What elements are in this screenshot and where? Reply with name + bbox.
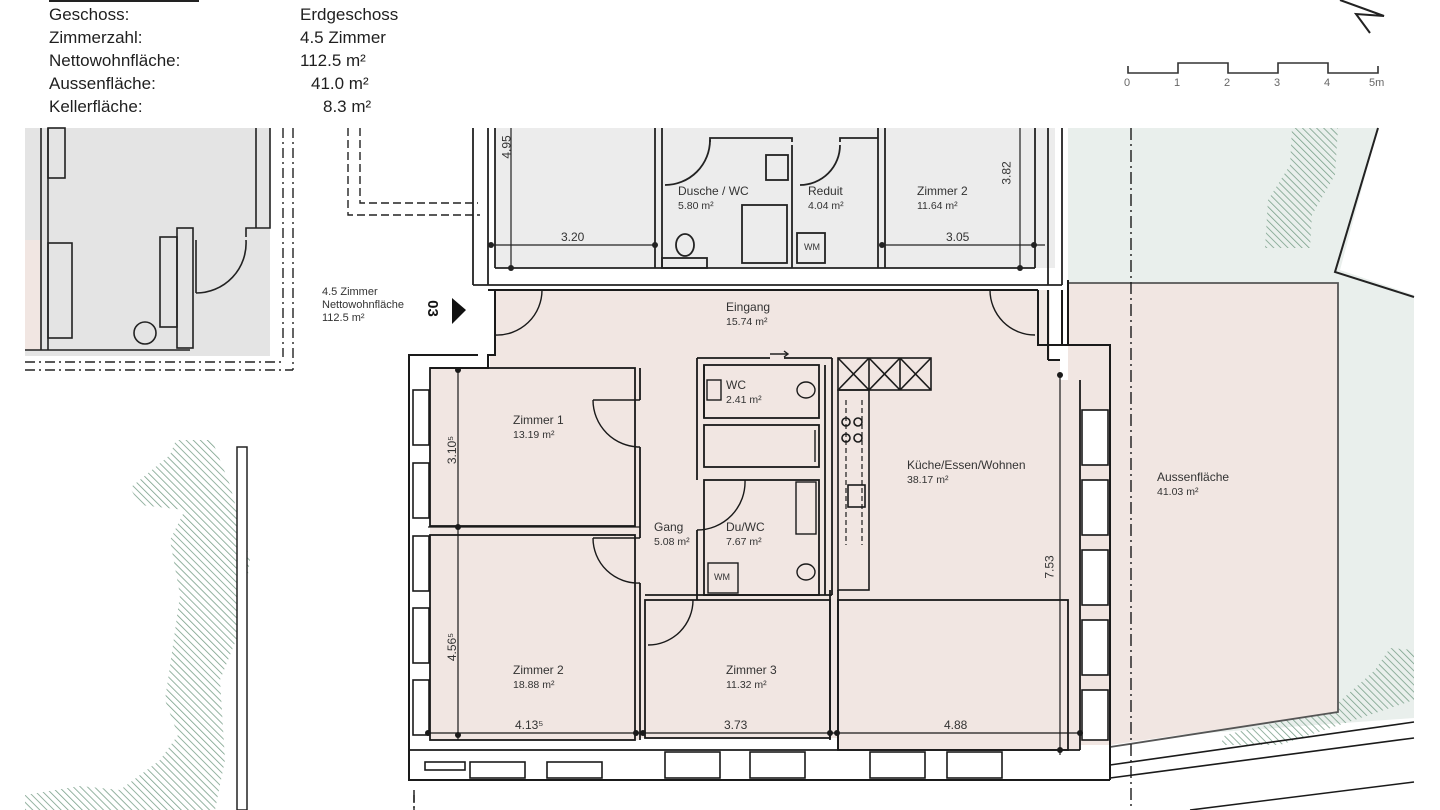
cellar-room	[25, 128, 270, 356]
room-name: Reduit	[808, 184, 843, 198]
kitchen-counter	[837, 357, 932, 591]
dim-upper-right-height: 3.82	[999, 161, 1014, 185]
room-label-upper-shower: Dusche / WC 5.80 m²	[678, 184, 749, 214]
room-area: 7.67 m²	[726, 536, 762, 548]
room-label-wc: WC 2.41 m²	[726, 378, 762, 408]
dim-zimmer3-width: 3.73	[724, 718, 748, 732]
info-underline	[49, 0, 199, 2]
north-arrow-icon	[1339, 0, 1385, 34]
scale-tick-label: 2	[1224, 77, 1231, 89]
info-label: Geschoss:	[49, 5, 130, 24]
terrace-fill	[1068, 283, 1338, 745]
dim-upper-right-width: 3.05	[946, 230, 970, 244]
room-name: Du/WC	[726, 520, 765, 534]
room-area: 4.04 m²	[808, 200, 844, 212]
info-value: 8.3 m²	[323, 97, 372, 116]
scale-tick-label: 0	[1124, 77, 1131, 89]
room-name: Gang	[654, 520, 684, 534]
washing-machine-label: WM	[804, 242, 820, 252]
room-area: 38.17 m²	[907, 474, 949, 486]
unit-number: 03	[423, 300, 441, 317]
room-name: Aussenfläche	[1157, 470, 1230, 484]
dim-kueche-height: 7.53	[1042, 555, 1057, 579]
apartment-03-fill	[430, 290, 1080, 750]
room-area: 11.64 m²	[917, 200, 958, 212]
info-value: 4.5 Zimmer	[300, 28, 386, 47]
room-area: 5.80 m²	[678, 200, 714, 212]
unit-rooms: 4.5 Zimmer	[322, 286, 378, 298]
scale-tick-label: 3	[1274, 77, 1281, 89]
scale-tick-label: 5m	[1369, 77, 1385, 89]
dim-zimmer2-height: 4.56⁵	[445, 632, 460, 662]
windows-left	[412, 389, 430, 736]
room-name: Zimmer 2	[917, 184, 968, 198]
room-label-gang: Gang 5.08 m²	[654, 520, 690, 550]
room-name: Küche/Essen/Wohnen	[907, 458, 1026, 472]
unit-area-value: 112.5 m²	[322, 312, 365, 324]
info-value: 41.0 m²	[311, 74, 369, 93]
room-area: 2.41 m²	[726, 394, 762, 406]
unit-area-label: Nettowohnfläche	[322, 299, 404, 311]
room-label-eingang: Eingang 15.74 m²	[726, 300, 770, 330]
room-label-aussen: Aussenfläche 41.03 m²	[1157, 470, 1229, 500]
windows-bottom	[424, 751, 1003, 779]
dim-kueche-width: 4.88	[944, 718, 968, 732]
room-label-upper-reduit: Reduit 4.04 m²	[808, 184, 844, 214]
dim-upper-left-width: 3.20	[561, 230, 585, 244]
room-name: Dusche / WC	[678, 184, 749, 198]
scale-bar	[1127, 62, 1379, 74]
room-area: 13.19 m²	[513, 429, 555, 441]
room-name: Eingang	[726, 300, 771, 314]
vegetation-hatch	[1265, 128, 1338, 248]
room-name: Zimmer 3	[726, 663, 777, 677]
room-label-zimmer2: Zimmer 2 18.88 m²	[513, 663, 564, 693]
info-label: Zimmerzahl:	[49, 28, 143, 47]
upper-apartment	[495, 128, 1055, 268]
room-area: 41.03 m²	[1157, 486, 1199, 498]
info-label: Aussenfläche:	[49, 74, 156, 93]
dim-upper-left-height: 4.95	[499, 135, 514, 159]
scale-tick-label: 1	[1174, 77, 1181, 89]
windows-right	[1081, 409, 1109, 741]
info-value: 112.5 m²	[300, 51, 366, 70]
room-label-kueche: Küche/Essen/Wohnen 38.17 m²	[907, 458, 1026, 488]
scale-tick-label: 4	[1324, 77, 1331, 89]
room-area: 11.32 m²	[726, 679, 767, 691]
info-label: Nettowohnfläche:	[49, 51, 181, 70]
room-label-zimmer1: Zimmer 1 13.19 m²	[513, 413, 564, 443]
unit-label: 4.5 Zimmer Nettowohnfläche 112.5 m²	[322, 286, 404, 325]
room-area: 15.74 m²	[726, 316, 768, 328]
room-label-zimmer3: Zimmer 3 11.32 m²	[726, 663, 777, 693]
room-label-duwc: Du/WC 7.67 m²	[726, 520, 765, 550]
room-name: Zimmer 1	[513, 413, 564, 427]
vegetation-hatch	[25, 440, 250, 810]
dim-zimmer2-width: 4.13⁵	[515, 718, 544, 732]
dim-zimmer1-height: 3.10⁵	[445, 435, 460, 465]
vegetation-hatch	[1220, 648, 1414, 745]
room-area: 18.88 m²	[513, 679, 555, 691]
room-name: WC	[726, 378, 746, 392]
room-name: Zimmer 2	[513, 663, 564, 677]
info-value: Erdgeschoss	[300, 5, 399, 24]
info-label: Kellerfläche:	[49, 97, 143, 116]
entry-arrow-icon	[452, 298, 466, 324]
room-label-upper-zimmer2: Zimmer 2 11.64 m²	[917, 184, 968, 214]
washing-machine-label: WM	[714, 572, 730, 582]
room-area: 5.08 m²	[654, 536, 690, 548]
